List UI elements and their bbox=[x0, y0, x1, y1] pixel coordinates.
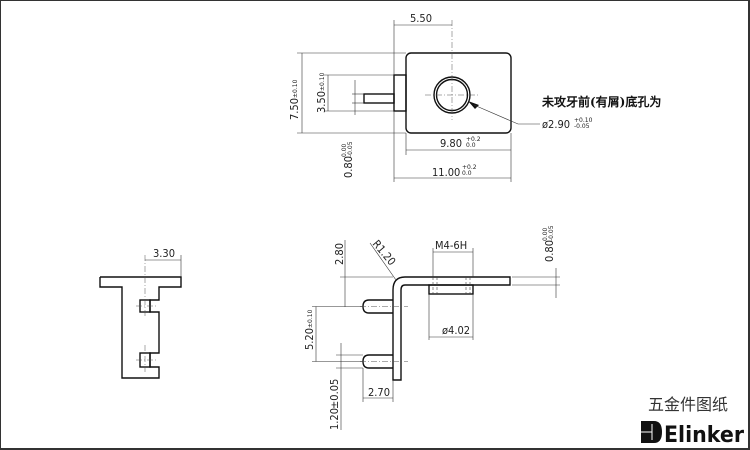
dim-2-80: 2.80 bbox=[333, 243, 346, 265]
dim-tol-upper: +0.10 bbox=[574, 117, 593, 124]
dim-7-50: 7.50 bbox=[288, 98, 301, 120]
dim-0-80-side: 0.80 bbox=[543, 240, 556, 262]
brand-name: Elinker bbox=[664, 423, 744, 448]
elinker-logo-icon bbox=[641, 421, 662, 443]
dim-5-20: 5.20 bbox=[303, 328, 316, 350]
top-view: 5.50 7.50 ±0.10 3.50 ±0.10 0.80 0.00 -0.… bbox=[288, 12, 661, 182]
dim-2-70: 2.70 bbox=[368, 386, 390, 399]
dim-11-00: 11.00 bbox=[432, 166, 460, 179]
dim-tol: ±0.10 bbox=[307, 309, 314, 328]
drawing-title: 五金件图纸 bbox=[648, 395, 728, 414]
dim-1-20: 1.20 bbox=[328, 408, 341, 430]
dim-3-50-tol: ±0.10 bbox=[319, 72, 326, 91]
dim-7-50-tol: ±0.10 bbox=[292, 79, 299, 98]
dim-tol-upper: 0.00 bbox=[341, 143, 348, 157]
dim-tol-upper: +0.2 bbox=[462, 164, 477, 171]
dim-3-50: 3.50 bbox=[315, 91, 328, 113]
left-view: 3.30 bbox=[99, 247, 182, 379]
dim-m4-6h: M4-6H bbox=[435, 239, 467, 252]
dim-tol-lower: 0.0 bbox=[462, 170, 472, 177]
dim-tol: ±0.05 bbox=[328, 379, 341, 409]
dim-tol-lower: -0.05 bbox=[574, 123, 590, 130]
dim-phi-4-02: ø4.02 bbox=[442, 324, 470, 337]
dim-tol-upper: 0.00 bbox=[542, 227, 549, 241]
dim-tol-upper: +0.2 bbox=[466, 136, 481, 143]
hole-dim: ø2.90 bbox=[542, 118, 570, 131]
plate-outline bbox=[405, 52, 512, 134]
dim-tol-lower: -0.05 bbox=[347, 141, 354, 157]
dim-tol-lower: 0.0 bbox=[466, 142, 476, 149]
dim-tol-lower: -0.05 bbox=[548, 225, 555, 241]
pin-outline bbox=[363, 93, 395, 104]
dim-5-50: 5.50 bbox=[410, 12, 432, 25]
tab-outline bbox=[393, 74, 407, 112]
dim-9-80: 9.80 bbox=[440, 137, 462, 150]
hole-note: 未攻牙前(有屑)底孔为 bbox=[541, 94, 661, 109]
dim-0-80-top: 0.80 bbox=[342, 156, 355, 178]
dim-3-30: 3.30 bbox=[153, 247, 175, 260]
side-view: 2.80 R1.20 M4-6H ø4.02 0.80 0.00 -0.05 5… bbox=[303, 225, 560, 430]
title-block: 五金件图纸 Elinker bbox=[641, 395, 744, 448]
dim-r1-20: R1.20 bbox=[370, 238, 399, 268]
